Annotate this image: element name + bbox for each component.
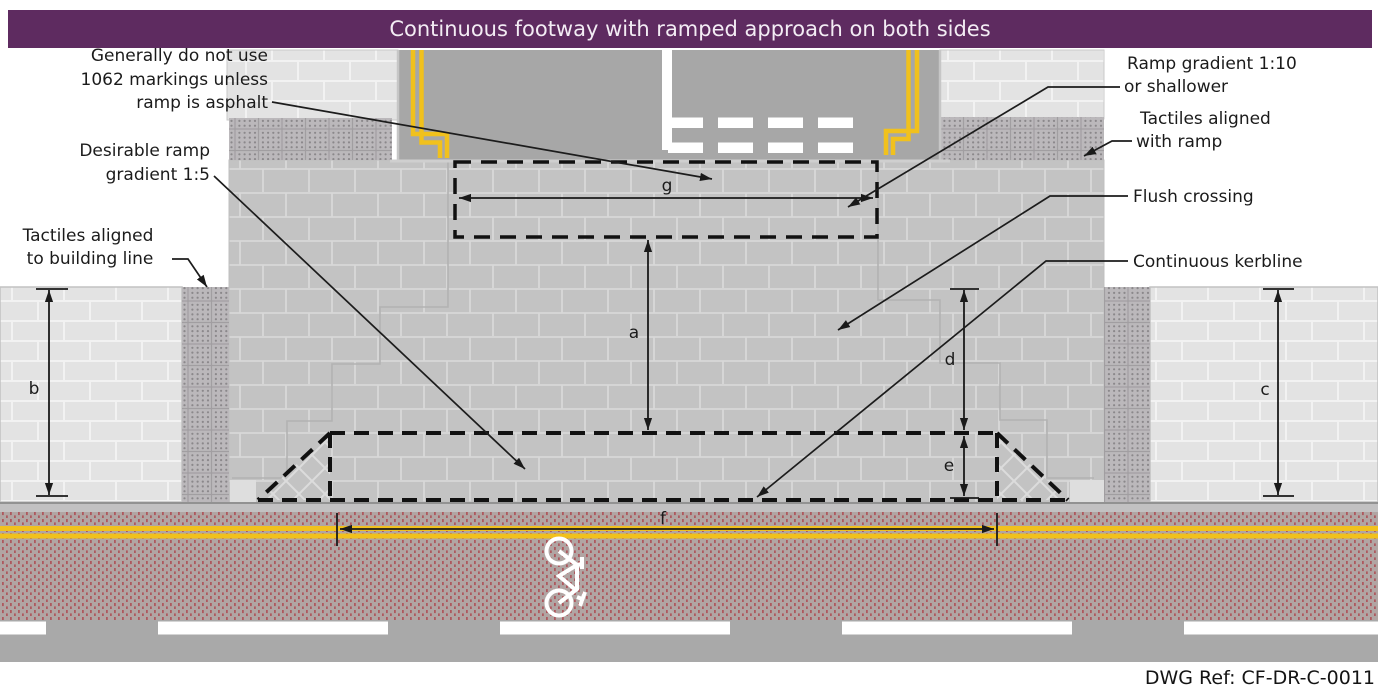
tactile-paving <box>182 117 1150 502</box>
side-road-centre-line <box>662 50 672 150</box>
annotation-labels: Generally do not use 1062 markings unles… <box>22 46 1303 272</box>
label-1062-line3: ramp is asphalt <box>136 93 268 113</box>
label-1062-line2: 1062 markings unless <box>81 70 269 90</box>
side-road <box>390 50 950 163</box>
kerb-corner-notch-right <box>1070 480 1104 502</box>
title-bar-background <box>8 10 1372 48</box>
dim-label-f: f <box>660 509 667 529</box>
yellow-line-lower <box>0 533 1378 539</box>
tactile-strip-left <box>182 287 229 502</box>
leader-desirable-ramp <box>213 175 526 470</box>
label-desirable-line1: Desirable ramp <box>79 141 210 161</box>
double-yellow-lines-side-road <box>410 50 920 158</box>
dwg-reference: DWG Ref: CF-DR-C-0011 <box>1145 667 1375 689</box>
label-1062-markings: Generally do not use 1062 markings unles… <box>81 46 269 113</box>
label-tactiles-building-line1: Tactiles aligned <box>22 226 154 246</box>
leader-1062-markings <box>271 101 713 181</box>
dim-label-d: d <box>945 350 956 370</box>
road-ramp-dashed-outline <box>256 431 1070 502</box>
kerb-channel-band <box>0 502 1378 512</box>
label-1062-line1: Generally do not use <box>91 46 268 66</box>
leader-ramp-gradient <box>847 86 1120 208</box>
continuous-footway-paving <box>228 159 1105 503</box>
page-title: Continuous footway with ramped approach … <box>389 17 990 41</box>
tactile-strip-right <box>1104 287 1150 502</box>
leader-flush-crossing <box>837 195 1128 331</box>
footway-paving <box>0 49 1378 503</box>
dim-label-g: g <box>662 176 673 196</box>
footway-main-left <box>0 286 183 503</box>
leader-lines <box>172 86 1132 498</box>
footway-main-right <box>1149 286 1378 503</box>
label-continuous-kerbline: Continuous kerbline <box>1133 252 1303 272</box>
cycle-symbol-icon <box>544 536 587 618</box>
give-way-markings <box>668 117 853 153</box>
ramp-step-contour-left <box>232 162 449 479</box>
tactile-patch-top-right <box>941 117 1104 160</box>
side-road-kerb-edges <box>396 50 942 161</box>
dim-label-c: c <box>1260 380 1269 400</box>
label-desirable-line2: gradient 1:5 <box>106 165 210 185</box>
label-flush-crossing: Flush crossing <box>1133 187 1254 207</box>
leader-tactiles-building <box>172 258 208 288</box>
main-road <box>0 502 1378 662</box>
dimension-lines <box>36 193 1294 546</box>
tactile-patch-top-left <box>229 118 392 160</box>
dim-label-b: b <box>29 379 40 399</box>
title-bar: Continuous footway with ramped approach … <box>8 10 1372 48</box>
dimension-c <box>1263 288 1294 497</box>
crossing-markings <box>256 160 1070 502</box>
leader-continuous-kerbline <box>756 260 1128 498</box>
lane-line-dashes <box>0 621 1378 635</box>
dimension-b <box>36 288 68 497</box>
top-ramp-dashed-box <box>453 160 879 239</box>
label-desirable-ramp: Desirable ramp gradient 1:5 <box>79 141 210 185</box>
label-ramp-gradient-line2: or shallower <box>1124 77 1228 97</box>
label-ramp-gradient: Ramp gradient 1:10 or shallower <box>1124 54 1297 97</box>
ramp-step-contour-right <box>877 162 1094 479</box>
dimension-f <box>336 513 998 546</box>
dim-label-a: a <box>629 323 639 343</box>
label-tactiles-building: Tactiles aligned to building line <box>22 226 154 269</box>
crossing-paving-area <box>228 159 1105 503</box>
label-tactiles-ramp-line2: with ramp <box>1136 132 1222 152</box>
dimension-letters: a b c d e f g <box>29 176 1270 529</box>
footway-top-right <box>939 49 1105 120</box>
label-tactiles-ramp: Tactiles aligned with ramp <box>1136 109 1271 152</box>
dim-label-e: e <box>944 456 954 476</box>
label-ramp-gradient-line1: Ramp gradient 1:10 <box>1127 54 1297 74</box>
kerb-corner-notch-left <box>230 480 256 502</box>
label-tactiles-ramp-line1: Tactiles aligned <box>1139 109 1271 129</box>
leader-tactiles-ramp <box>1083 140 1132 157</box>
dimension-e <box>950 436 979 499</box>
label-tactiles-building-line2: to building line <box>27 249 154 269</box>
dimension-d <box>950 288 979 430</box>
